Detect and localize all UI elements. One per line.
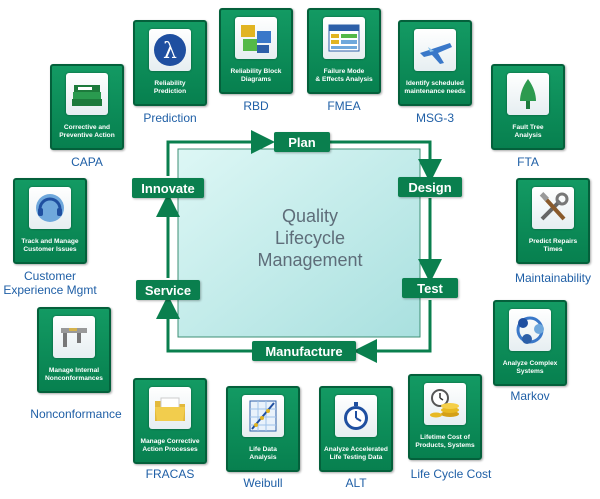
module-caption-msg3: MSG-3 xyxy=(415,111,454,125)
module-tile-label: Predict Repairs Times xyxy=(528,238,578,253)
module-tile-capa[interactable]: Corrective and Preventive Action xyxy=(50,64,124,150)
stacked-books-icon xyxy=(66,73,108,115)
stage-plan: Plan xyxy=(274,132,330,152)
module-caption-prediction: Prediction xyxy=(143,111,197,125)
stage-manufacture: Manufacture xyxy=(252,341,356,361)
module-tile-lcc[interactable]: Lifetime Cost of Products, Systems xyxy=(408,374,482,460)
block-diagram-icon xyxy=(235,17,277,59)
module-caption-customer: Customer Experience Mgmt xyxy=(3,269,97,297)
module-tile-weibull[interactable]: Life Data Analysis xyxy=(226,386,300,472)
module-caption-lcc: Life Cycle Cost xyxy=(410,467,492,481)
module-tile-label: Track and Manage Customer Issues xyxy=(21,238,79,253)
module-tile-label: Analyze Accelerated Life Testing Data xyxy=(324,446,388,461)
airplane-icon xyxy=(414,29,456,71)
module-tile-label: Analyze Complex Systems xyxy=(502,360,558,375)
module-tile-customer[interactable]: Track and Manage Customer Issues xyxy=(13,178,87,264)
module-tile-label: Fault Tree Analysis xyxy=(512,124,544,139)
module-tile-label: Identify scheduled maintenance needs xyxy=(404,80,466,95)
module-caption-weibull: Weibull xyxy=(243,476,283,490)
module-caption-capa: CAPA xyxy=(71,155,103,169)
module-caption-fmea: FMEA xyxy=(327,99,361,113)
weibull-plot-icon xyxy=(242,395,284,437)
lambda-icon: λ xyxy=(149,29,191,71)
headset-icon xyxy=(29,187,71,229)
module-caption-nonconformance: Nonconformance xyxy=(30,407,122,421)
table-icon xyxy=(323,17,365,59)
stage-service: Service xyxy=(136,280,200,300)
module-tile-fmea[interactable]: Failure Mode & Effects Analysis xyxy=(307,8,381,94)
module-caption-rbd: RBD xyxy=(243,99,269,113)
module-tile-prediction[interactable]: λ Reliability Prediction xyxy=(133,20,207,106)
module-caption-markov: Markov xyxy=(510,389,550,403)
center-title: Quality Lifecycle Management xyxy=(257,206,363,270)
center-box xyxy=(177,148,421,338)
folder-icon xyxy=(149,387,191,429)
module-tile-markov[interactable]: Analyze Complex Systems xyxy=(493,300,567,386)
stage-design: Design xyxy=(398,177,462,197)
module-tile-msg3[interactable]: Identify scheduled maintenance needs xyxy=(398,20,472,106)
module-tile-nonconformance[interactable]: Manage Internal Nonconformances xyxy=(37,307,111,393)
module-tile-label: Corrective and Preventive Action xyxy=(59,124,115,139)
module-tile-maintainability[interactable]: Predict Repairs Times xyxy=(516,178,590,264)
stage-innovate: Innovate xyxy=(132,178,204,198)
module-tile-label: Lifetime Cost of Products, Systems xyxy=(415,434,475,449)
module-caption-maintainability: Maintainability xyxy=(514,271,592,285)
coins-clock-icon xyxy=(424,383,466,425)
caliper-icon xyxy=(53,316,95,358)
module-tile-alt[interactable]: Analyze Accelerated Life Testing Data xyxy=(319,386,393,472)
module-tile-label: Manage Corrective Action Processes xyxy=(140,438,200,453)
stopwatch-icon xyxy=(335,395,377,437)
module-tile-label: Life Data Analysis xyxy=(249,446,277,461)
module-tile-label: Manage Internal Nonconformances xyxy=(45,367,103,382)
module-tile-label: Reliability Prediction xyxy=(153,80,187,95)
orbit-icon xyxy=(509,309,551,351)
module-caption-alt: ALT xyxy=(345,476,367,490)
fault-tree-icon xyxy=(507,73,549,115)
module-caption-fta: FTA xyxy=(517,155,539,169)
stage-test: Test xyxy=(402,278,458,298)
module-tile-label: Failure Mode & Effects Analysis xyxy=(315,68,373,83)
module-tile-fta[interactable]: Fault Tree Analysis xyxy=(491,64,565,150)
module-tile-fracas[interactable]: Manage Corrective Action Processes xyxy=(133,378,207,464)
tools-icon xyxy=(532,187,574,229)
module-caption-fracas: FRACAS xyxy=(145,467,195,481)
module-tile-label: Reliability Block Diagrams xyxy=(230,68,282,83)
module-tile-rbd[interactable]: Reliability Block Diagrams xyxy=(219,8,293,94)
svg-text:λ: λ xyxy=(163,39,177,64)
